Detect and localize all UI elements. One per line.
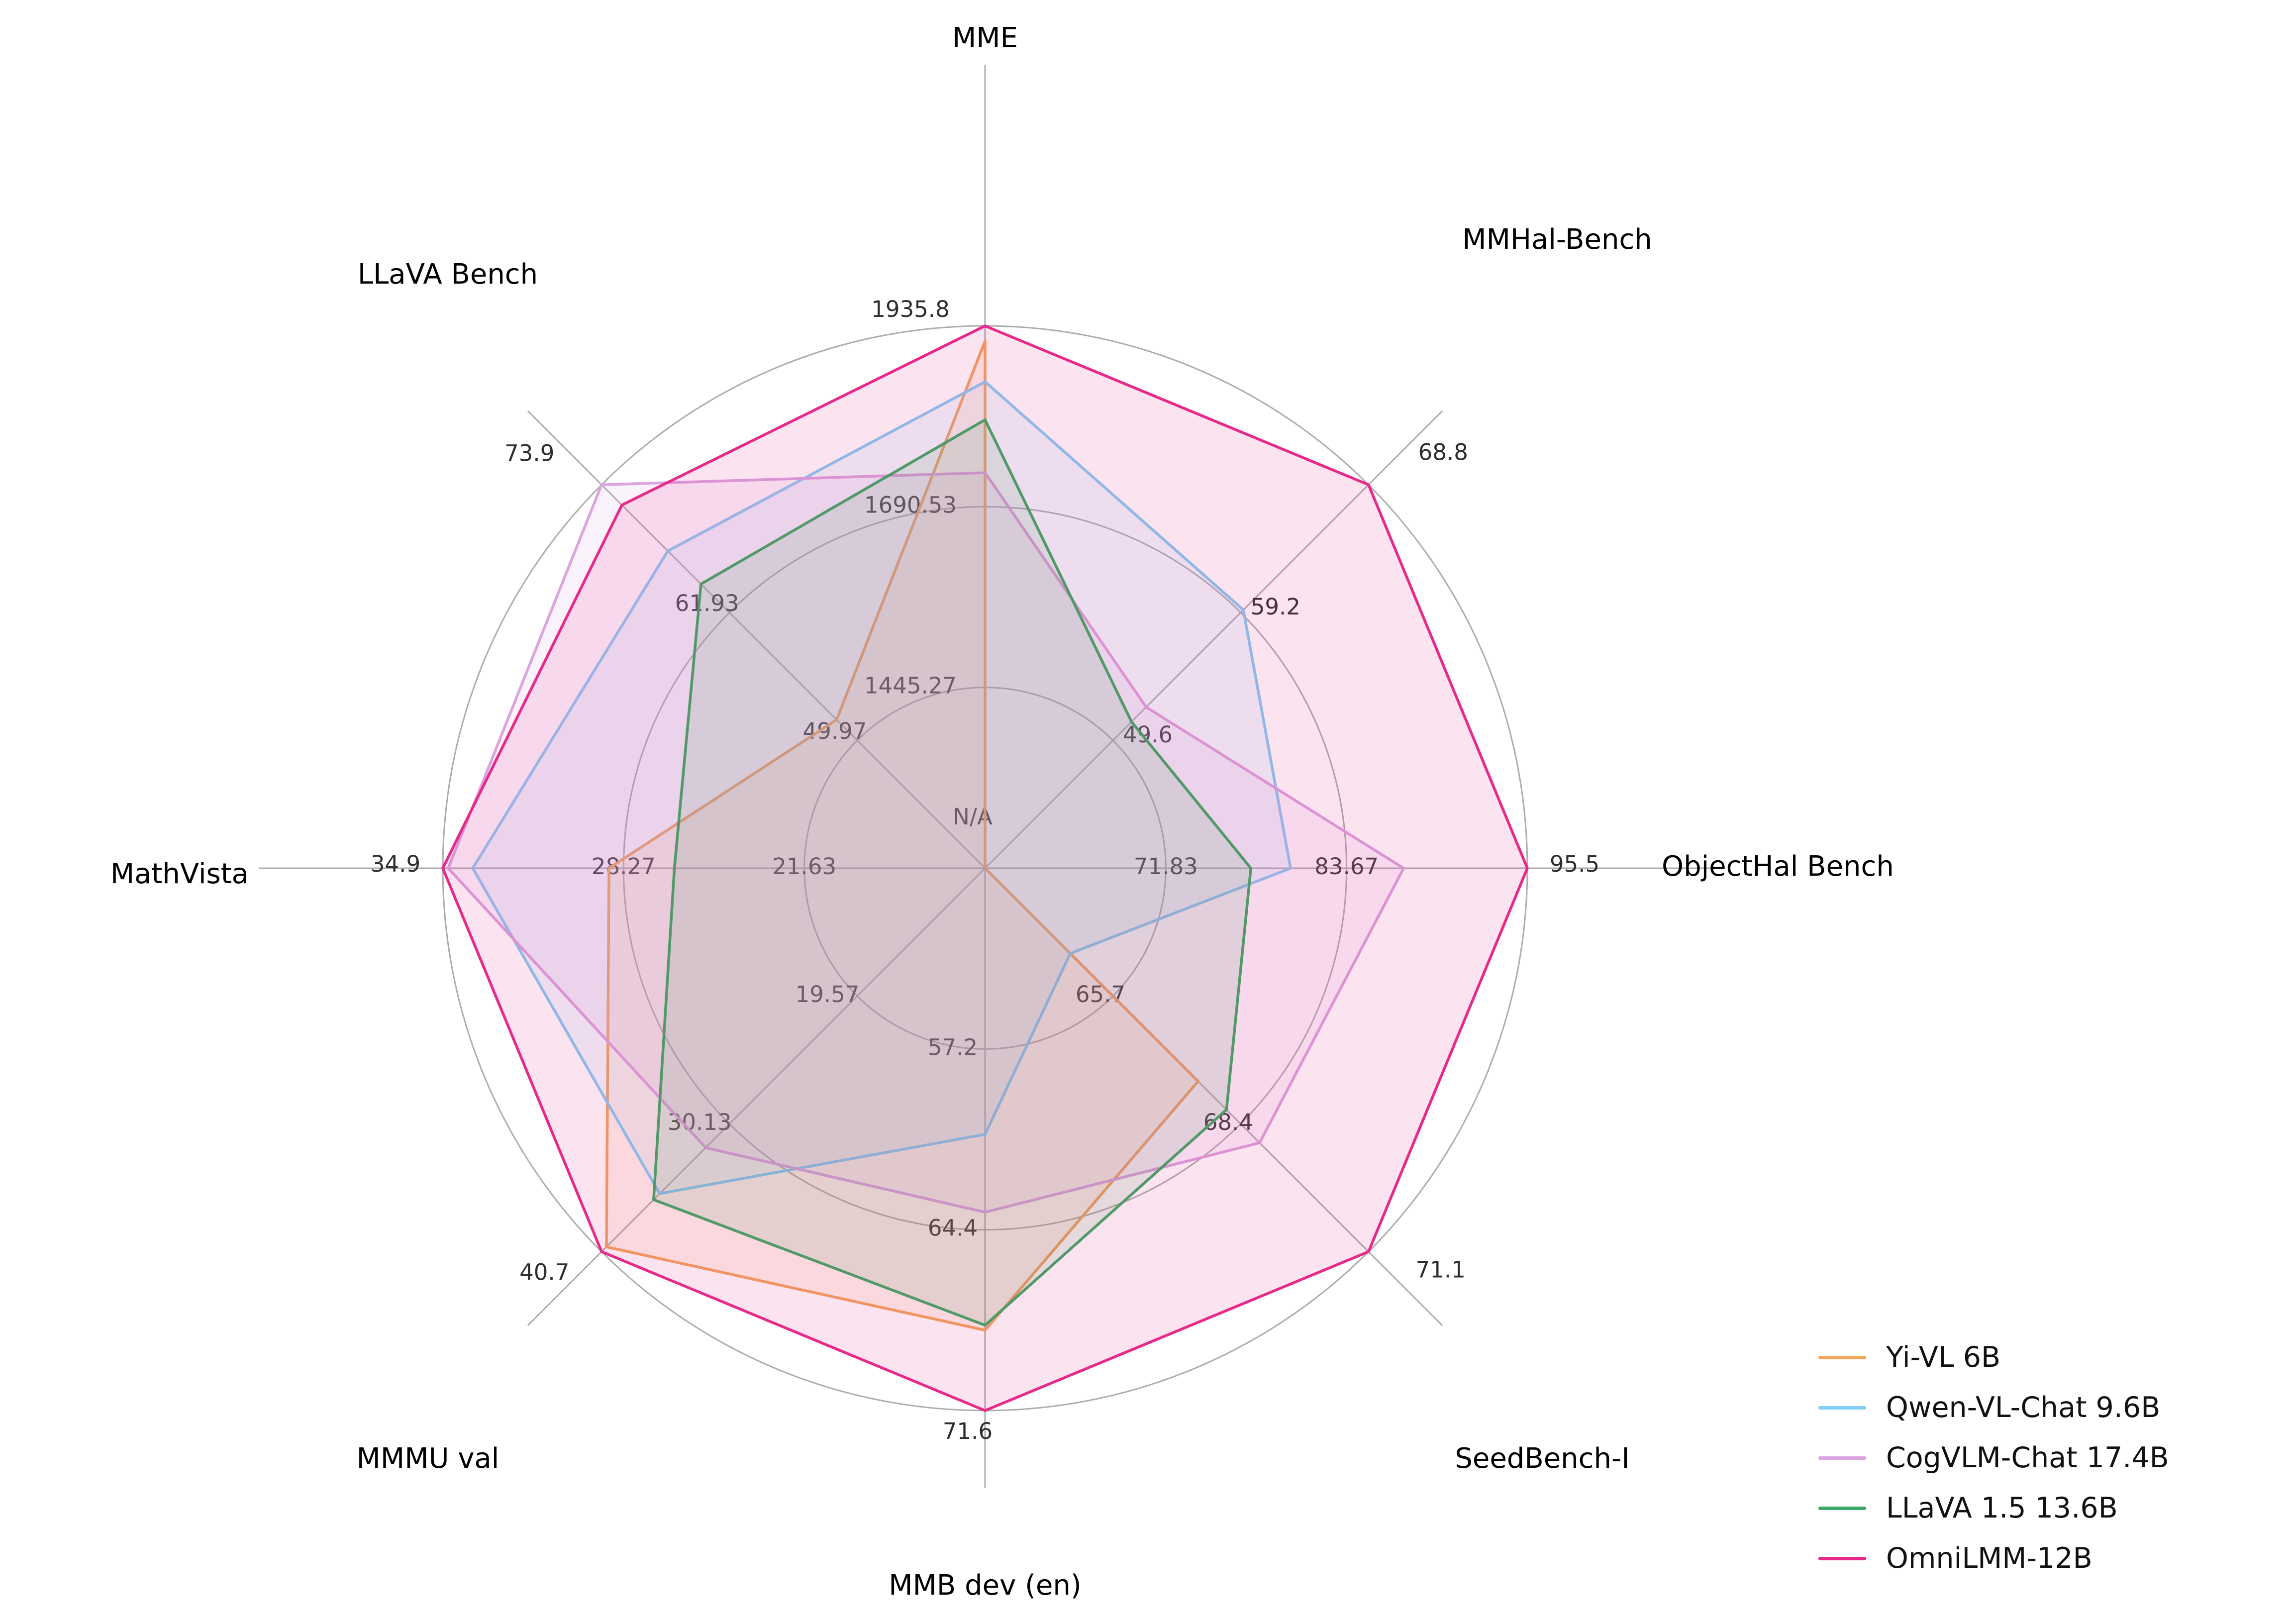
series-polygon-omnilmm-12b	[441, 324, 1529, 1412]
tick-label: 61.93	[675, 590, 739, 616]
legend-color-line	[1818, 1557, 1866, 1560]
legend-label: CogVLM-Chat 17.4B	[1886, 1441, 2169, 1474]
legend-color-line	[1818, 1406, 1866, 1410]
tick-label: 95.5	[1550, 851, 1599, 877]
axis-label: LLaVA Bench	[358, 258, 538, 291]
axis-label: SeedBench-I	[1455, 1442, 1629, 1475]
legend-item: Yi-VL 6B	[1818, 1343, 2169, 1372]
legend-label: LLaVA 1.5 13.6B	[1886, 1492, 2118, 1524]
axis-label: ObjectHal Bench	[1662, 850, 1894, 883]
tick-label: 64.4	[928, 1215, 978, 1241]
legend-item: Qwen-VL-Chat 9.6B	[1818, 1394, 2169, 1422]
series-polygon-qwen-vl-chat-9-6b	[471, 380, 1292, 1195]
axis-label: MME	[952, 22, 1018, 54]
legend-item: CogVLM-Chat 17.4B	[1818, 1444, 2169, 1472]
legend-color-line	[1818, 1356, 1866, 1359]
series-polygon-cogvlm-chat-17-4b	[447, 471, 1405, 1214]
tick-label: 34.9	[371, 851, 420, 877]
tick-label: 71.83	[1134, 853, 1198, 880]
tick-label: 21.63	[772, 853, 836, 880]
tick-label: 71.6	[943, 1418, 993, 1444]
axis-label: MMB dev (en)	[889, 1569, 1081, 1602]
legend-label: Yi-VL 6B	[1886, 1341, 2001, 1374]
legend-color-line	[1818, 1456, 1866, 1460]
tick-label: 1935.8	[871, 296, 949, 322]
tick-label: 40.7	[519, 1259, 569, 1286]
tick-label: 30.13	[668, 1109, 732, 1135]
legend-label: OmniLMM-12B	[1886, 1542, 2093, 1575]
axis-label: MMMU val	[357, 1442, 499, 1475]
tick-label: 57.2	[928, 1034, 978, 1060]
axis-spoke	[527, 867, 986, 1326]
tick-label: 68.8	[1418, 439, 1468, 465]
axis-spoke	[527, 410, 986, 869]
axis-label: MMHal-Bench	[1462, 223, 1652, 256]
legend-item: OmniLMM-12B	[1818, 1544, 2169, 1573]
legend: Yi-VL 6B Qwen-VL-Chat 9.6B CogVLM-Chat 17.…	[1818, 1343, 2169, 1573]
series-polygon-yi-vl-6b	[605, 339, 1199, 1332]
series-polygon-llava-1-5-13-6b	[652, 418, 1253, 1327]
legend-label: Qwen-VL-Chat 9.6B	[1886, 1391, 2161, 1424]
tick-label: 73.9	[504, 440, 554, 466]
tick-label: 83.67	[1314, 853, 1379, 880]
tick-label: 1690.53	[864, 492, 957, 518]
axis-label: MathVista	[110, 858, 249, 890]
axis-spoke	[984, 410, 1443, 869]
legend-item: LLaVA 1.5 13.6B	[1818, 1494, 2169, 1522]
tick-label: 19.57	[796, 981, 860, 1008]
tick-label: 71.1	[1416, 1257, 1466, 1283]
tick-label: 1445.27	[864, 673, 957, 699]
legend-color-line	[1818, 1507, 1866, 1510]
tick-label: 59.2	[1251, 594, 1300, 620]
